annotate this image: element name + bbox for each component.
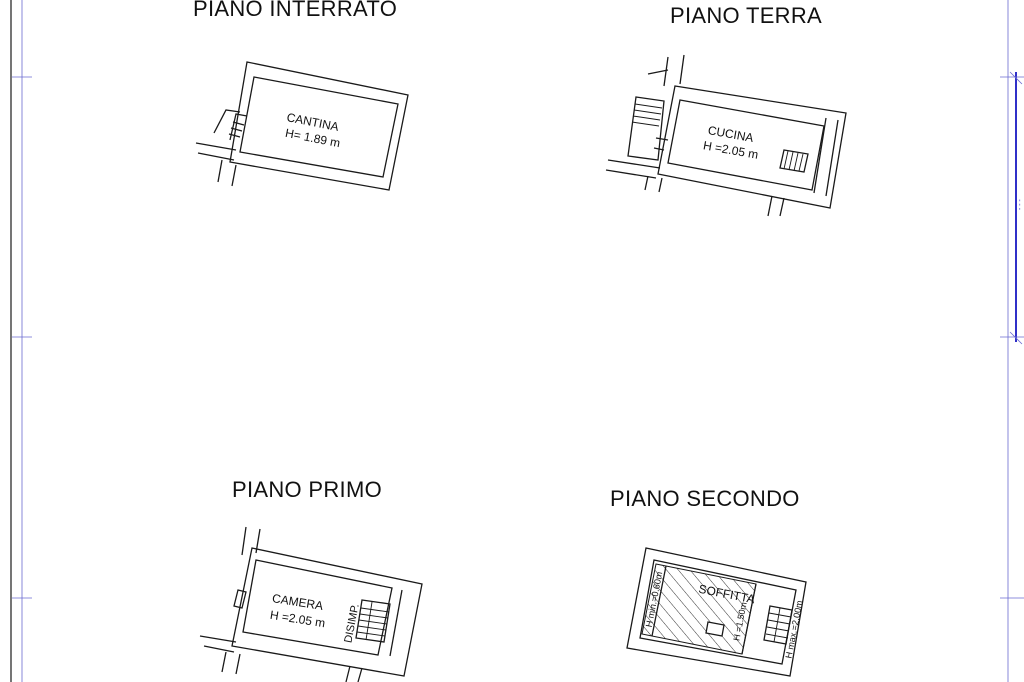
floor-title-primo: PIANO PRIMO xyxy=(232,477,382,502)
plan-primo xyxy=(199,526,423,682)
plan-terra xyxy=(605,54,847,217)
floor-title-terra: PIANO TERRA xyxy=(670,3,823,28)
floor-title-interrato: PIANO INTERRATO xyxy=(193,0,398,21)
plan-interrato xyxy=(195,61,409,191)
sheet-frame: - - - xyxy=(10,0,1024,682)
svg-text:- - -: - - - xyxy=(1017,198,1024,210)
plan-secondo xyxy=(626,547,807,677)
floor-title-secondo: PIANO SECONDO xyxy=(610,486,800,511)
